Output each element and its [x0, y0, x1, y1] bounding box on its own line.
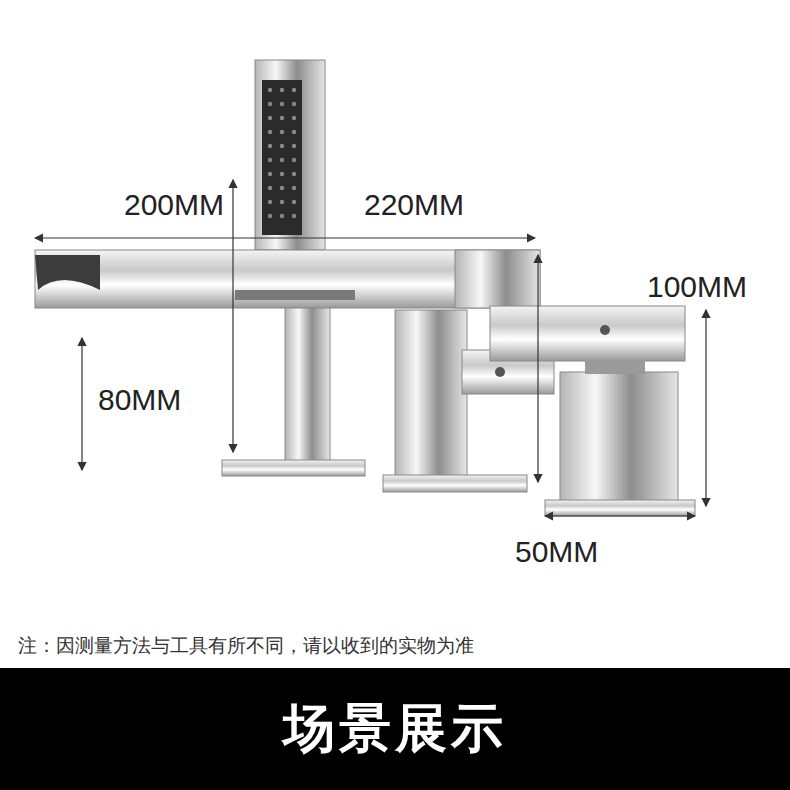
dimension-label: 100MM — [645, 270, 749, 303]
band-title: 场景展示 — [283, 694, 507, 764]
caption-band: 场景展示 — [0, 668, 790, 790]
dimension-label: 80MM — [96, 383, 183, 416]
dimension-label: 220MM — [362, 188, 466, 221]
note-text: 注：因测量方法与工具有所不同，请以收到的实物为准 — [16, 636, 476, 657]
dimension-label: 200MM — [122, 188, 226, 221]
dimension-label: 50MM — [513, 535, 600, 568]
